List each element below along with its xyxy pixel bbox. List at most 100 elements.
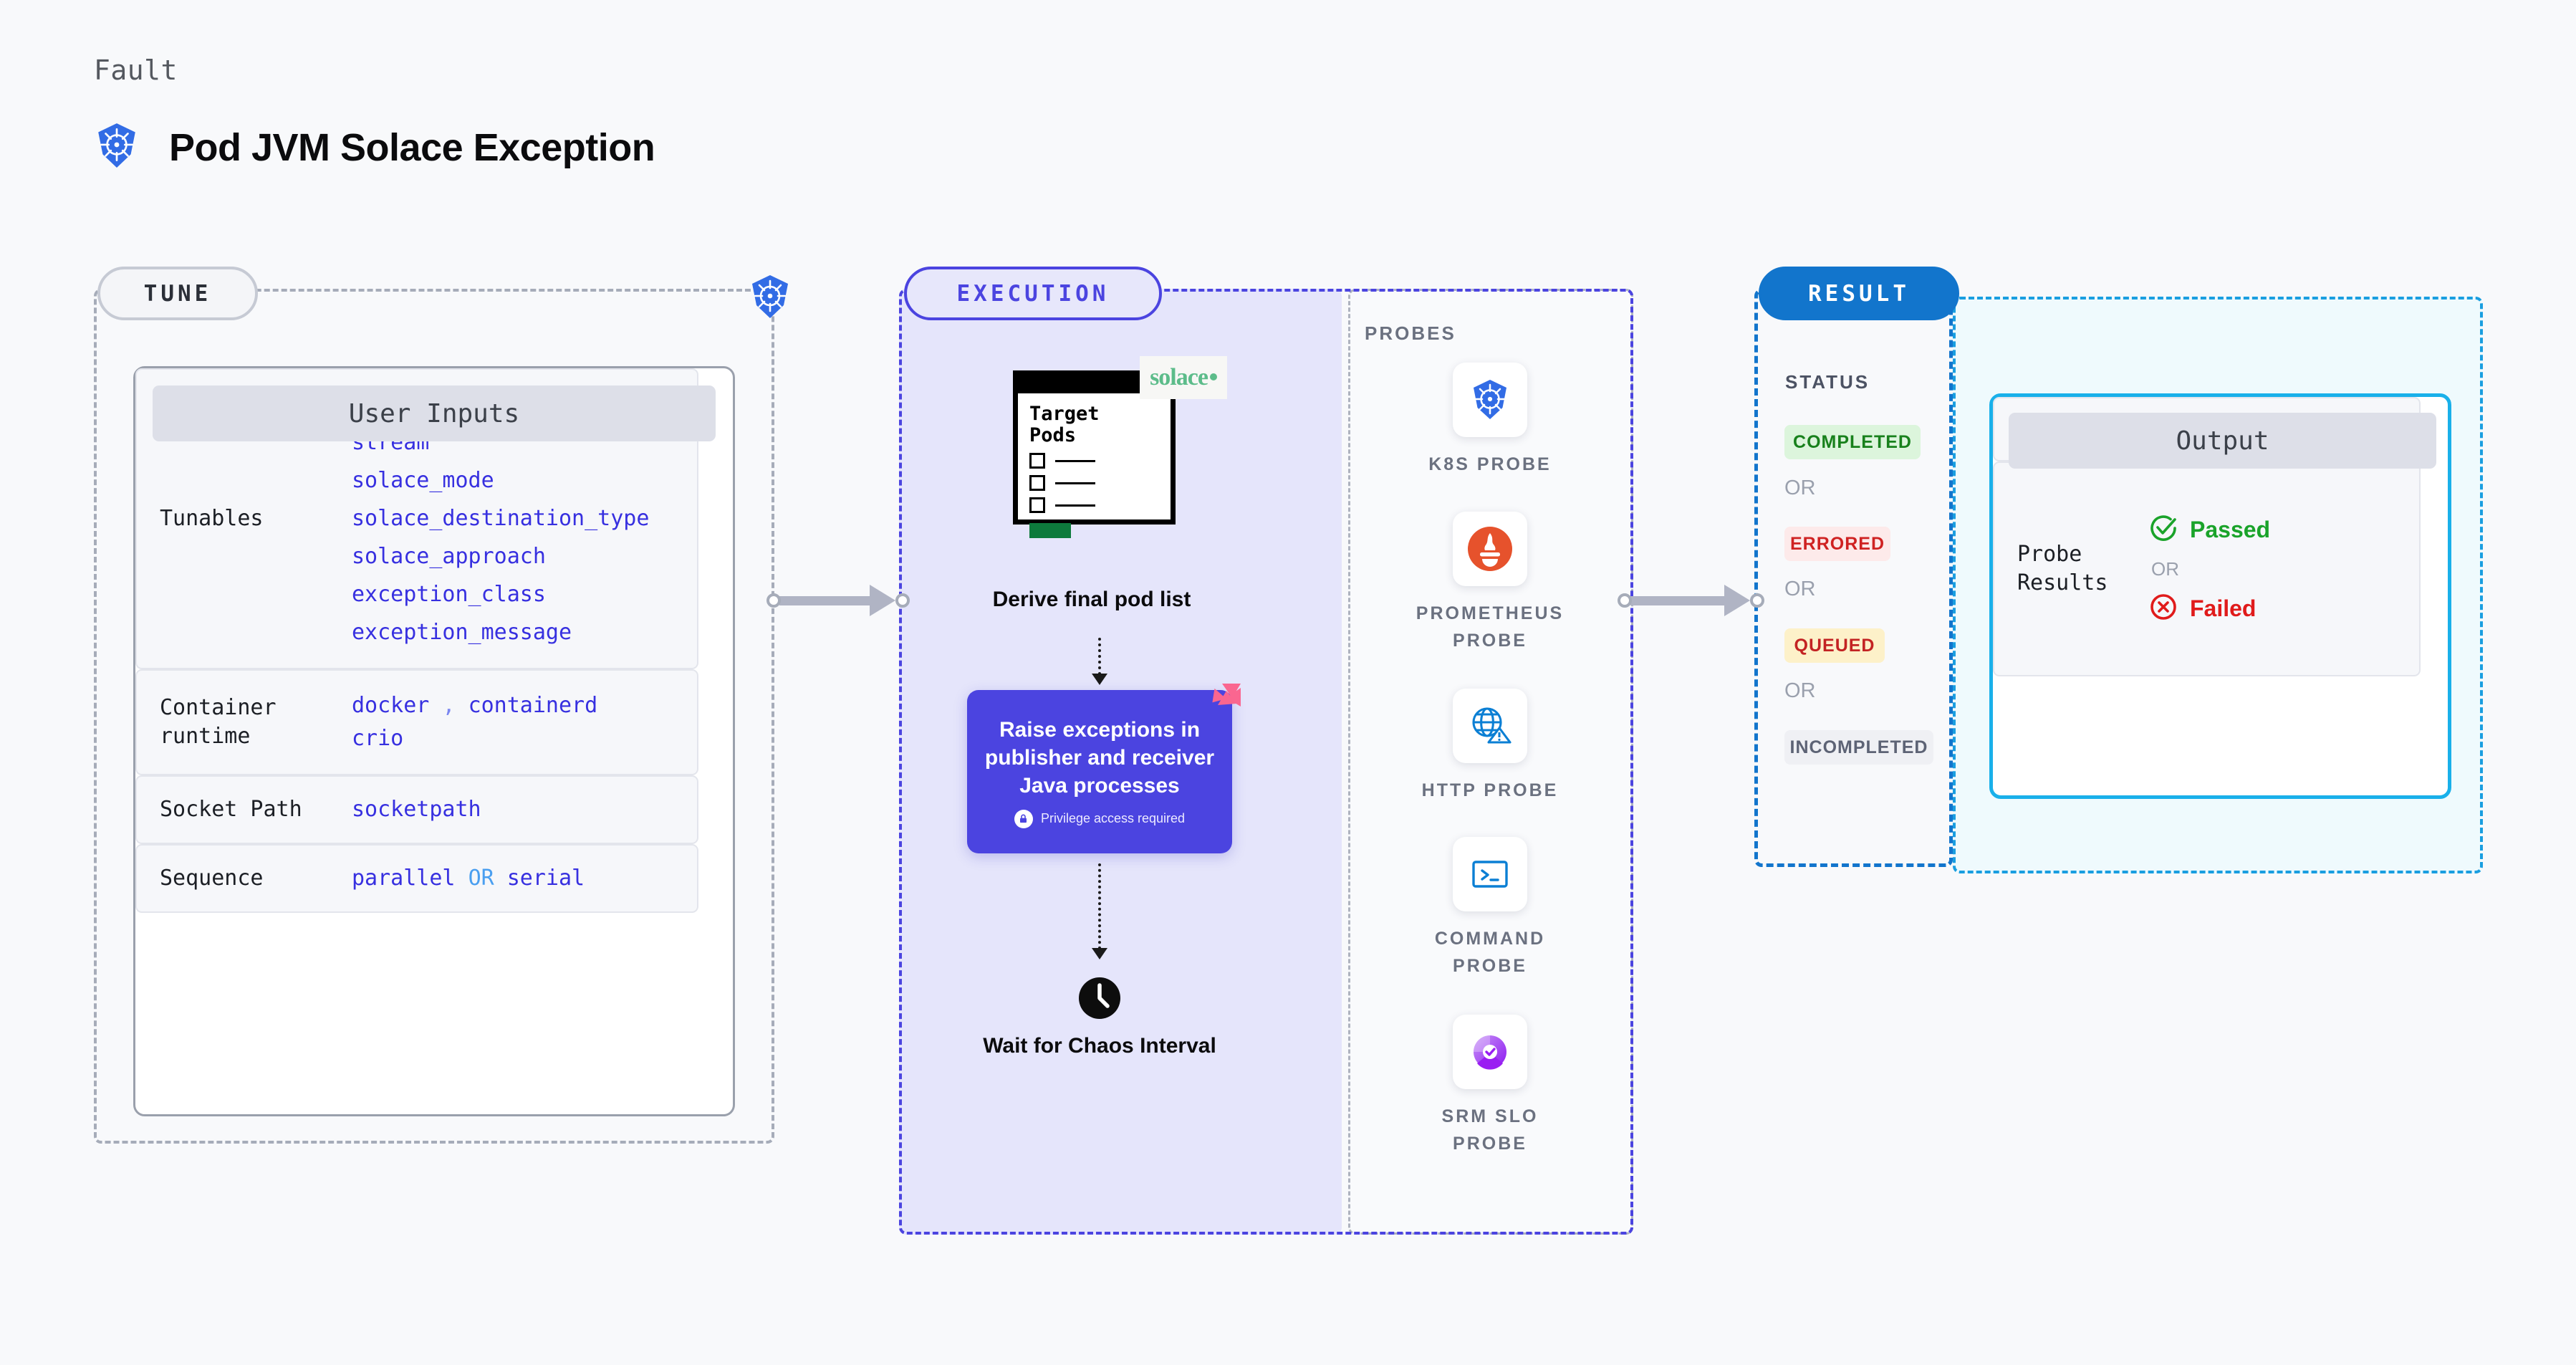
- page-title-row: Pod JVM Solace Exception: [93, 122, 655, 173]
- page-title: Pod JVM Solace Exception: [169, 125, 655, 169]
- list-line: [1055, 504, 1095, 507]
- execution-pill-label: EXECUTION: [904, 267, 1162, 320]
- kubernetes-icon: [93, 122, 140, 173]
- arrow-right-icon: [870, 585, 895, 616]
- probe-label: COMMAND PROBE: [1434, 929, 1546, 976]
- probes-title: PROBES: [1365, 322, 1456, 344]
- sequence-values: parallel OR serial: [352, 862, 585, 896]
- probe-result-passed: Passed: [2148, 513, 2270, 547]
- solace-logo: solace: [1140, 356, 1227, 399]
- runtime-crio: crio: [352, 726, 404, 751]
- tunables-label: Tunables: [160, 505, 264, 531]
- tunable-solace-approach: solace_approach: [352, 544, 546, 569]
- socket-path-row: Socket Path socketpath: [135, 775, 698, 844]
- pod-list-item: [1029, 453, 1171, 469]
- action-text: Raise exceptions in publisher and receiv…: [984, 717, 1215, 798]
- derive-pod-list-caption: Derive final pod list: [992, 588, 1191, 611]
- wait-chaos-interval-caption: Wait for Chaos Interval: [983, 1034, 1216, 1058]
- result-pill-label: RESULT: [1759, 267, 1959, 320]
- srm-slo-icon: [1453, 1015, 1527, 1089]
- container-runtime-values: docker , containerd crio: [352, 689, 597, 756]
- tunable-exception-class: exception_class: [352, 582, 546, 607]
- container-runtime-label: Container runtime: [160, 694, 277, 749]
- status-badge-completed: COMPLETED: [1784, 425, 1921, 459]
- connector-dot-right: [895, 593, 910, 608]
- arrow-right-icon: [1724, 585, 1750, 616]
- probe-srm-slo[interactable]: SRM SLO PROBE: [1411, 1015, 1569, 1157]
- socket-path-label: Socket Path: [160, 796, 302, 822]
- tune-section: [94, 289, 774, 1144]
- connector-tune-to-execution: [766, 585, 910, 616]
- tunable-solace-mode: solace_mode: [352, 468, 494, 493]
- probe-label: SRM SLO PROBE: [1441, 1106, 1539, 1154]
- tunable-solace-destination-type: solace_destination_type: [352, 506, 650, 531]
- pod-list-item: [1029, 475, 1171, 492]
- connector-dot-right: [1750, 593, 1764, 608]
- user-inputs-title: User Inputs: [153, 385, 716, 441]
- litmuschaos-icon: [1201, 682, 1242, 722]
- connector-bar: [779, 595, 873, 605]
- checkbox-icon: [1029, 497, 1045, 514]
- tune-pill-label: TUNE: [97, 267, 258, 320]
- probe-results-label: Probe Results: [2017, 541, 2108, 596]
- container-runtime-row: Container runtime docker , containerd cr…: [135, 669, 698, 775]
- probe-prometheus[interactable]: PROMETHEUS PROBE: [1411, 512, 1569, 654]
- runtime-separator: ,: [442, 692, 456, 718]
- connector-dot-left: [1618, 593, 1632, 608]
- lock-icon: [1014, 809, 1033, 828]
- check-circle-icon: [2148, 513, 2178, 547]
- pod-list-item: [1029, 497, 1171, 514]
- status-badge-errored: ERRORED: [1784, 527, 1890, 561]
- sequence-parallel: parallel: [352, 865, 456, 891]
- selected-pod-bar: [1029, 523, 1071, 539]
- status-title: STATUS: [1785, 371, 1870, 393]
- output-title: Output: [2009, 413, 2436, 469]
- status-badge-queued: QUEUED: [1784, 628, 1885, 663]
- arrow-down-icon: [1092, 674, 1107, 685]
- connector-bar: [1630, 595, 1727, 605]
- sequence-row: Sequence parallel OR serial: [135, 844, 698, 913]
- x-circle-icon: [2148, 592, 2178, 626]
- passed-label: Passed: [2190, 516, 2271, 542]
- kubernetes-icon: [747, 274, 793, 320]
- privilege-note-text: Privilege access required: [1040, 811, 1186, 825]
- probe-label: PROMETHEUS PROBE: [1416, 603, 1565, 651]
- checkbox-icon: [1029, 475, 1045, 492]
- status-or-3: OR: [1784, 679, 1816, 702]
- probe-command[interactable]: COMMAND PROBE: [1411, 837, 1569, 980]
- execution-section: [899, 289, 1633, 1235]
- probe-k8s[interactable]: K8S PROBE: [1411, 363, 1569, 479]
- prometheus-icon: [1453, 512, 1527, 586]
- status-badge-incompleted: INCOMPLETED: [1784, 730, 1933, 765]
- sequence-serial: serial: [506, 865, 585, 891]
- runtime-containerd: containerd: [468, 692, 598, 718]
- target-pods-illustration: Target Pods solace: [1013, 356, 1227, 539]
- connector-execution-to-result: [1618, 585, 1764, 616]
- checkbox-icon: [1029, 453, 1045, 469]
- list-line: [1055, 459, 1095, 462]
- tunable-exception-message: exception_message: [352, 620, 572, 645]
- probe-label: K8S PROBE: [1428, 454, 1552, 474]
- probe-result-or: OR: [2151, 557, 2179, 580]
- terminal-icon: [1453, 837, 1527, 911]
- arrow-down-icon: [1092, 948, 1107, 959]
- runtime-docker: docker: [352, 692, 430, 718]
- sequence-label: Sequence: [160, 865, 264, 891]
- action-raise-exceptions[interactable]: Raise exceptions in publisher and receiv…: [967, 690, 1232, 853]
- probe-http[interactable]: HTTP PROBE: [1411, 689, 1569, 805]
- fault-eyebrow: Fault: [94, 54, 178, 86]
- status-or-2: OR: [1784, 578, 1816, 600]
- kubernetes-icon: [1453, 363, 1527, 437]
- target-pods-title: Target Pods: [1029, 403, 1100, 447]
- list-line: [1055, 482, 1095, 484]
- output-card: Output Metrics chaos metrics Probe Resul…: [1989, 393, 2451, 799]
- privilege-note: Privilege access required: [1014, 809, 1186, 828]
- flow-line-1: [1098, 638, 1101, 675]
- flow-line-2: [1098, 863, 1101, 949]
- clock-icon: [1077, 976, 1122, 1020]
- connector-dot-left: [766, 593, 781, 608]
- probe-result-failed: Failed: [2148, 592, 2270, 626]
- sequence-or: OR: [468, 865, 494, 891]
- socket-path-value: socketpath: [352, 796, 481, 822]
